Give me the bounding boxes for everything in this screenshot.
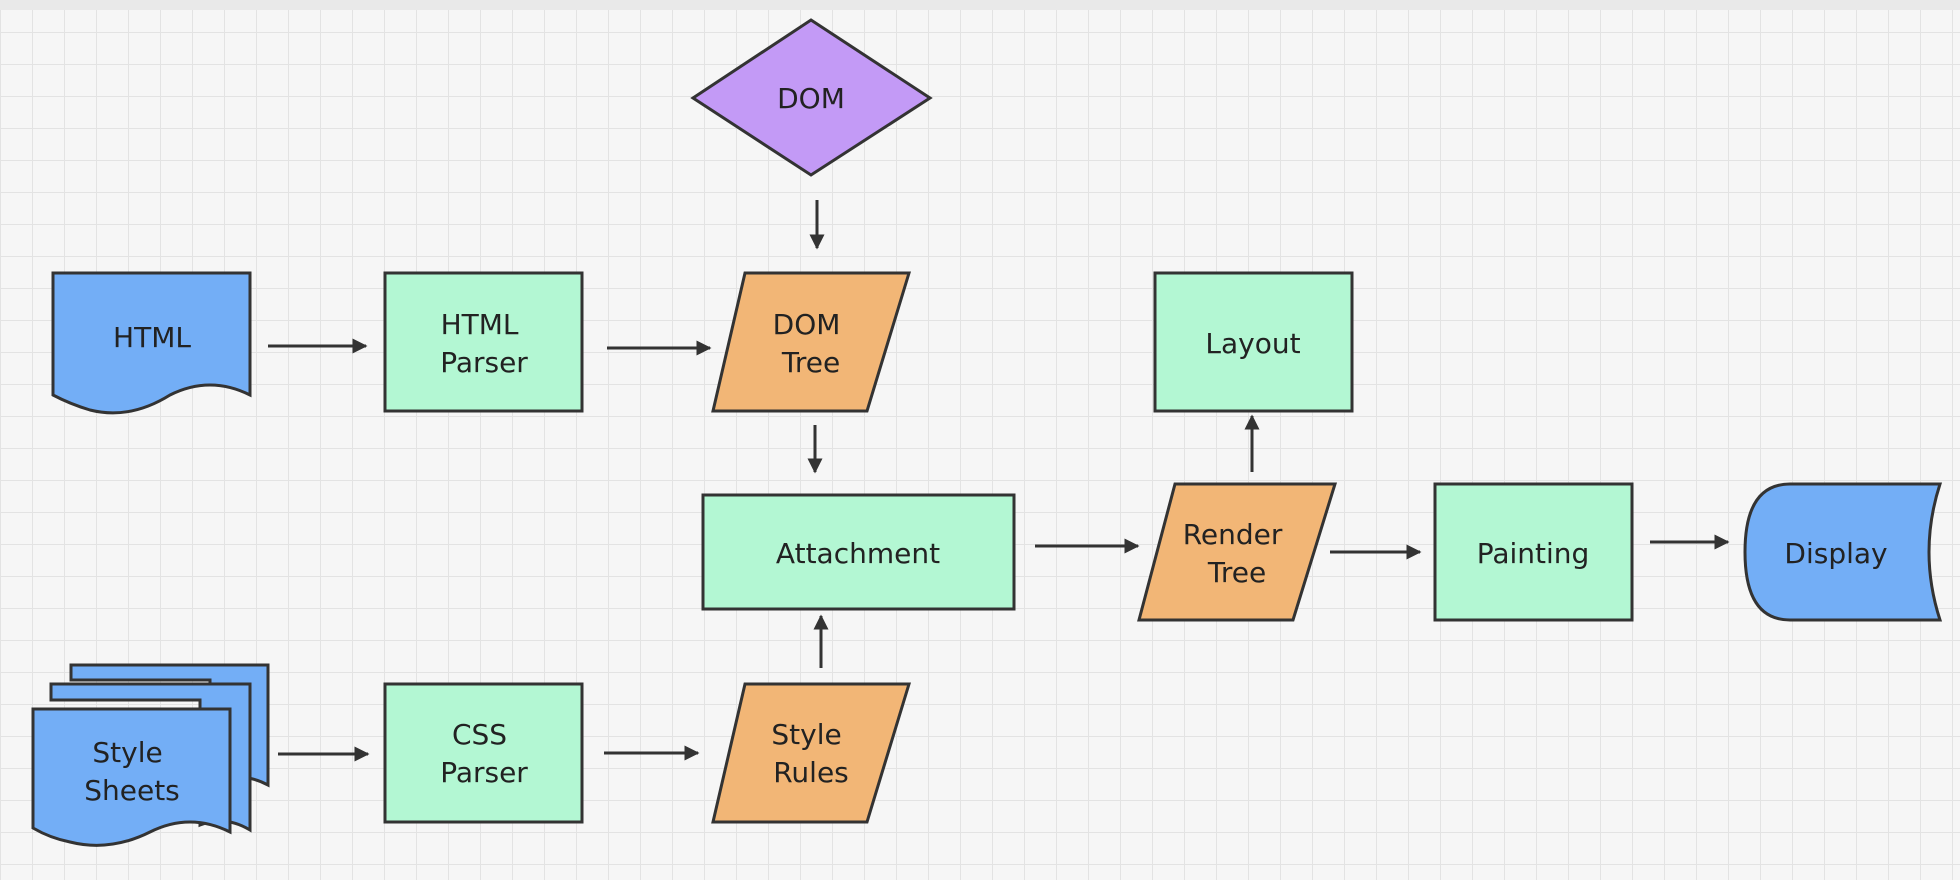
style-rules-node[interactable]: Style Rules [711, 682, 912, 824]
render-tree-line-2: Tree [1207, 556, 1266, 589]
css-parser-node[interactable]: CSS Parser [383, 682, 584, 824]
html-parser-line-2: Parser [440, 346, 528, 379]
attachment-label: Attachment [776, 537, 940, 570]
dom-node[interactable]: DOM [690, 18, 933, 177]
style-sheets-node[interactable]: Style Sheets [31, 663, 270, 847]
style-sheets-line-1: Style [92, 736, 162, 769]
painting-box [1433, 482, 1634, 622]
style-sheets-line-2: Sheets [84, 774, 180, 807]
html-document-shape [51, 271, 252, 415]
dom-tree-label: DOM Tree [773, 308, 850, 379]
css-parser-line-1: CSS [452, 718, 507, 751]
display-node[interactable]: Display [1743, 482, 1943, 622]
display-label: Display [1784, 537, 1887, 570]
painting-label: Painting [1477, 537, 1590, 570]
dom-tree-line-2: Tree [781, 346, 840, 379]
html-parser-label: HTML Parser [440, 308, 528, 379]
dom-tree-node[interactable]: DOM Tree [711, 271, 912, 413]
html-parser-box [383, 271, 584, 413]
attachment-node[interactable]: Attachment [701, 493, 1016, 611]
painting-node[interactable]: Painting [1433, 482, 1634, 622]
style-rules-label: Style Rules [771, 718, 850, 789]
dom-label: DOM [777, 82, 845, 115]
attachment-box [701, 493, 1016, 611]
render-tree-line-1: Render [1183, 518, 1283, 551]
render-tree-shape [1137, 482, 1338, 622]
display-shape [1743, 482, 1943, 622]
layout-node[interactable]: Layout [1153, 271, 1354, 413]
html-parser-node[interactable]: HTML Parser [383, 271, 584, 413]
dom-tree-shape [711, 271, 912, 413]
html-parser-line-1: HTML [441, 308, 519, 341]
render-tree-label: Render Tree [1183, 518, 1292, 589]
render-tree-node[interactable]: Render Tree [1137, 482, 1338, 622]
top-bar [0, 0, 1960, 10]
css-parser-box [383, 682, 584, 824]
html-document-node[interactable]: HTML [51, 271, 252, 415]
css-parser-line-2: Parser [440, 756, 528, 789]
style-rules-line-1: Style [771, 718, 841, 751]
layout-label: Layout [1205, 327, 1300, 360]
style-sheets-label: Style Sheets [84, 736, 180, 807]
dom-diamond-shape [690, 18, 933, 177]
style-rules-shape [711, 682, 912, 824]
html-label: HTML [113, 321, 191, 354]
layout-box [1153, 271, 1354, 413]
css-parser-label: CSS Parser [440, 718, 528, 789]
dom-tree-line-1: DOM [773, 308, 841, 341]
style-sheets-front-page [31, 707, 232, 847]
style-rules-line-2: Rules [773, 756, 849, 789]
